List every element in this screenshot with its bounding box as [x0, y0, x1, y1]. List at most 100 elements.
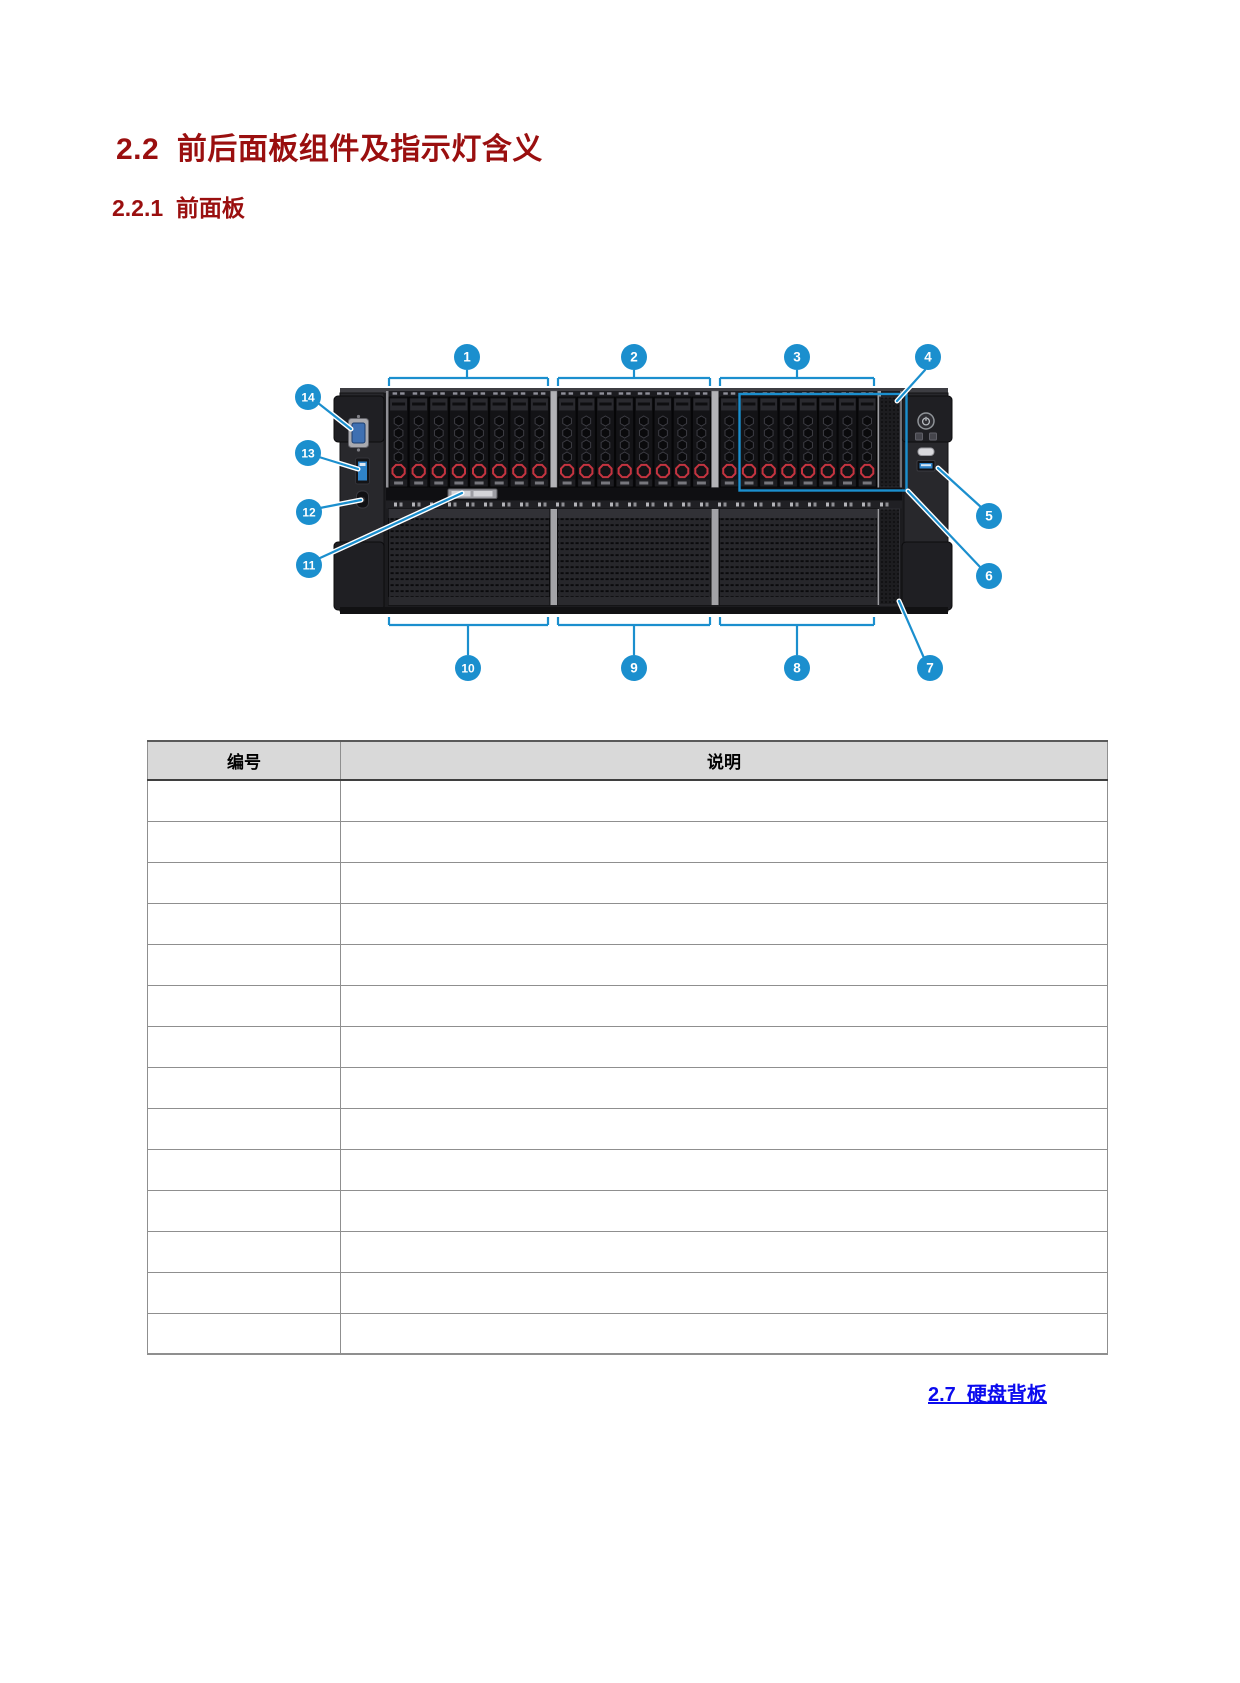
- drive-bay: [388, 392, 409, 488]
- subsection-heading: 2.2.1 前面板: [112, 195, 245, 221]
- mesh-panel: [719, 508, 878, 606]
- table-row: [147, 1312, 1108, 1355]
- svg-text:11: 11: [303, 559, 316, 573]
- drive-bay: [778, 392, 799, 488]
- drive-bay: [739, 392, 759, 488]
- drive-release-ring: [675, 463, 690, 479]
- server-front-panel-figure: 1 2 3 4 5 6 7 8 9 10 11 12 13 14: [260, 318, 1035, 690]
- callout-leader-line: [897, 599, 926, 660]
- drive-release-ring: [617, 463, 632, 479]
- drive-release-ring: [472, 463, 487, 479]
- table-row: [147, 1066, 1108, 1109]
- callout-12: 12: [296, 499, 322, 525]
- callout-bracket: [387, 370, 550, 386]
- callout-highlight-box: [738, 392, 908, 492]
- drive-release-ring: [655, 463, 671, 479]
- table-cell-number: [147, 1066, 341, 1109]
- table-cell-number: [147, 1107, 341, 1150]
- table-header-row: 编号 说明: [147, 740, 1108, 781]
- drive-release-ring: [781, 463, 796, 479]
- left-ear-bottom-handle: [333, 541, 385, 611]
- table-cell-description: [340, 1148, 1108, 1191]
- svg-text:13: 13: [301, 447, 315, 461]
- svg-text:10: 10: [461, 662, 475, 676]
- drive-bay: [672, 392, 692, 488]
- callout-11: 11: [296, 552, 322, 578]
- drive-bay: [719, 392, 739, 488]
- table-cell-description: [340, 902, 1108, 945]
- drive-bay: [557, 392, 577, 488]
- callout-bracket: [387, 617, 550, 655]
- drive-bay: [798, 392, 818, 488]
- section-heading: 2.2 前后面板组件及指示灯含义: [116, 133, 543, 166]
- table-cell-description: [340, 1230, 1108, 1273]
- table-cell-number: [147, 902, 341, 945]
- left-ear-ports: [348, 414, 370, 509]
- uid-led: [929, 432, 937, 441]
- callout-bracket: [556, 617, 712, 655]
- right-ear-bottom-handle: [901, 541, 953, 611]
- svg-text:8: 8: [793, 661, 801, 676]
- drive-bay: [509, 392, 530, 488]
- backplane-link[interactable]: 2.7 硬盘背板: [928, 1384, 1047, 1406]
- table-cell-number: [147, 820, 341, 863]
- uid-button: [917, 447, 935, 456]
- svg-text:12: 12: [302, 506, 316, 520]
- table-cell-description: [340, 1066, 1108, 1109]
- drive-release-ring: [512, 463, 527, 479]
- drive-release-ring: [741, 463, 757, 479]
- server-front-panel-photo: 1 2 3 4 5 6 7 8 9 10 11 12 13 14: [295, 344, 1002, 681]
- table-row: [147, 902, 1108, 945]
- drive-bay: [449, 392, 469, 488]
- table-cell-number: [147, 984, 341, 1027]
- callout-leader-line: [317, 455, 360, 471]
- callout-9: 9: [621, 655, 647, 681]
- drive-release-ring: [722, 463, 737, 479]
- drive-bay: [653, 392, 673, 488]
- drive-bay: [576, 392, 596, 488]
- drive-bay: [857, 392, 877, 488]
- svg-text:1: 1: [463, 350, 471, 365]
- drive-bay: [615, 392, 635, 488]
- callout-14: 14: [295, 384, 321, 410]
- drive-release-ring: [532, 463, 547, 479]
- callout-3: 3: [784, 344, 810, 370]
- drive-release-ring: [840, 463, 855, 479]
- drive-release-ring: [579, 463, 594, 479]
- callout-bracket: [556, 370, 712, 386]
- usb-port-left: [358, 461, 367, 481]
- right-ear-controls: [915, 412, 937, 472]
- callout-5: 5: [976, 503, 1002, 529]
- callout-leader-line: [895, 368, 927, 403]
- svg-text:5: 5: [985, 509, 993, 524]
- callout-leader-line: [936, 466, 984, 510]
- table-row: [147, 1107, 1108, 1150]
- table-cell-description: [340, 1312, 1108, 1355]
- drive-release-ring: [636, 463, 651, 479]
- table-row: [147, 820, 1108, 863]
- table-row: [147, 984, 1108, 1027]
- callout-bracket: [718, 370, 876, 386]
- callout-4: 4: [915, 344, 941, 370]
- callout-13: 13: [295, 440, 321, 466]
- table-cell-number: [147, 1189, 341, 1232]
- table-cell-number: [147, 1271, 341, 1314]
- drive-bay: [634, 392, 654, 488]
- drive-bay: [596, 392, 615, 488]
- table-row: [147, 1230, 1108, 1273]
- drive-bay: [692, 392, 711, 488]
- table-row: [147, 1189, 1108, 1232]
- table-row: [147, 861, 1108, 904]
- table-cell-number: [147, 1025, 341, 1068]
- table-row: [147, 943, 1108, 986]
- table-row: [147, 1025, 1108, 1068]
- status-led: [915, 432, 923, 441]
- table-cell-number: [147, 1230, 341, 1273]
- callout-leader-line: [318, 491, 464, 560]
- table-cell-number: [147, 1312, 341, 1355]
- drive-release-ring: [761, 463, 776, 479]
- col-header-number: 编号: [147, 740, 341, 781]
- table-cell-description: [340, 1189, 1108, 1232]
- callout-6: 6: [976, 563, 1002, 589]
- drive-release-ring: [860, 463, 875, 479]
